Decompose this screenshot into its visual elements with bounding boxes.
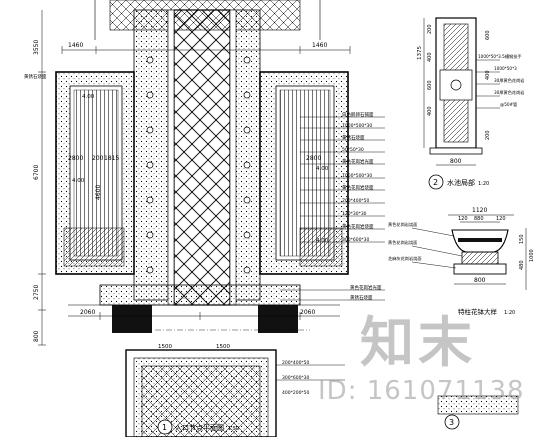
detail-2-scale: 1:20 bbox=[478, 181, 489, 187]
detail-2-number: 2 bbox=[433, 178, 438, 187]
dim-inner-1: 2800 bbox=[68, 155, 83, 162]
dim-bottom-4: 1500 bbox=[216, 344, 230, 350]
detail-3-dim-3: 880 bbox=[474, 216, 484, 222]
dim-top-left: 1460 bbox=[68, 42, 83, 49]
dim-inner-2: 1815 bbox=[104, 155, 119, 162]
plan-number-circle bbox=[157, 419, 173, 435]
plan-title: 入口节点平面图 bbox=[175, 424, 224, 432]
lower-leader-3: 200*400*50 bbox=[282, 360, 310, 366]
dim-left-1: 3550 bbox=[33, 40, 40, 55]
right-leader-9: 120*30*30 bbox=[342, 211, 367, 217]
dim-inner-4: 4600 bbox=[95, 185, 102, 200]
right-leader-3: 黄锈石烧面 bbox=[342, 134, 365, 141]
right-planter bbox=[259, 71, 349, 275]
detail-2-dim-f: 400 bbox=[485, 70, 491, 80]
detail-3-height-2: 480 bbox=[519, 260, 525, 270]
detail-3-dim-1: 1120 bbox=[472, 207, 487, 214]
detail-2-dim-g: 200 bbox=[485, 130, 491, 140]
detail-2-dim-total: 1375 bbox=[417, 46, 423, 60]
right-leader-2: 1000*500*30 bbox=[342, 123, 372, 129]
dim-left-4: 800 bbox=[33, 330, 40, 342]
detail-2-dim-d: 400 bbox=[427, 106, 433, 116]
dim-bottom-1: 2060 bbox=[80, 309, 95, 316]
lower-leader-5: 400*200*50 bbox=[282, 390, 310, 396]
detail-3-height-3: 1000 bbox=[529, 249, 535, 262]
plan-number: 1 bbox=[162, 423, 167, 432]
lower-leader-4: 300*600*30 bbox=[282, 375, 310, 381]
detail-3-number-circle bbox=[444, 414, 460, 430]
detail-3-number: 3 bbox=[449, 418, 454, 427]
right-leader-4: 50*50*30 bbox=[342, 147, 364, 153]
right-leader-11: 300*600*30 bbox=[342, 237, 370, 243]
dim-left-3: 2750 bbox=[33, 285, 40, 300]
lower-leader-2: 黄锈石烧面 bbox=[350, 294, 373, 301]
detail-2-dim-e: 600 bbox=[485, 30, 491, 40]
detail-3-leader-2: 黄色花岗岩烧面 bbox=[388, 239, 417, 246]
elevation-mark-2: 4.00 bbox=[72, 178, 85, 184]
elevation-mark-1: 4.00 bbox=[82, 94, 95, 100]
detail-2-number-circle bbox=[428, 174, 444, 190]
detail-3-dim-2: 120 bbox=[458, 216, 468, 222]
plan-base-band bbox=[99, 284, 301, 306]
detail-2-leader-5: @50#管 bbox=[500, 101, 517, 108]
detail-2-width: 800 bbox=[450, 158, 462, 165]
right-leader-5: 黄色花岗岩光面 bbox=[342, 158, 374, 165]
dimension-lines bbox=[38, 10, 351, 346]
right-leader-8: 200*400*50 bbox=[342, 198, 370, 204]
detail-2-pool bbox=[423, 17, 500, 190]
detail-2-leader-4: 30厚黄色花岗岩 bbox=[494, 89, 524, 96]
elevation-mark-4: 4.00 bbox=[316, 238, 329, 244]
entrance-plan bbox=[38, 0, 385, 437]
dim-inner-5: 200 bbox=[92, 155, 104, 162]
lower-leader-1: 黄色花岗岩光面 bbox=[350, 284, 382, 291]
walkway-right-border bbox=[233, 9, 261, 301]
detail-3-height-1: 150 bbox=[519, 234, 525, 244]
dim-top-right: 1460 bbox=[312, 42, 327, 49]
dim-inner-3: 2800 bbox=[306, 155, 321, 162]
detail-3-leader-3: 芝麻灰花岗岩烧面 bbox=[388, 255, 422, 262]
detail-2-title: 水池局部 bbox=[447, 178, 475, 187]
dim-left-2: 6700 bbox=[33, 165, 40, 180]
dim-bottom-3: 1500 bbox=[158, 344, 172, 350]
detail-3-dim-4: 120 bbox=[496, 216, 506, 222]
detail-3-dim-5: 800 bbox=[474, 277, 486, 284]
detail-2-leader-2: 1000*50*3 bbox=[494, 66, 517, 71]
detail-2-dim-c: 600 bbox=[427, 80, 433, 90]
right-leader-10: 黄色花岗岩烧面 bbox=[342, 223, 374, 230]
walkway-left-border bbox=[133, 9, 169, 301]
plan-scale: 1:50 bbox=[228, 426, 239, 432]
detail-2-leader-1: 1000*50*3.5槽钢扶手 bbox=[478, 53, 522, 60]
left-planter bbox=[55, 71, 135, 275]
detail-3-leader-1: 黄色花岗岩烧面 bbox=[388, 221, 417, 228]
right-leader-6: 1000*500*30 bbox=[342, 173, 372, 179]
elevation-mark-3: 4.00 bbox=[316, 166, 329, 172]
right-leader-lines bbox=[276, 116, 385, 381]
dim-bottom-2: 2060 bbox=[300, 309, 315, 316]
detail-2-dim-b: 400 bbox=[427, 52, 433, 62]
walkway-center bbox=[173, 9, 231, 306]
right-leader-7: 黄色花岗岩烧面 bbox=[342, 184, 374, 191]
left-leader: 黄锈石烧面 bbox=[24, 73, 47, 80]
right-leader-1: 白色鹅卵石铺面 bbox=[342, 111, 374, 118]
detail-2-leader-3: 30厚黄色花岗岩 bbox=[494, 77, 524, 84]
detail-3-title: 特柱花钵大样 bbox=[458, 307, 498, 316]
detail-3-scale: 1:20 bbox=[504, 310, 515, 316]
lamp-markers bbox=[146, 56, 251, 274]
detail-2-dim-a: 200 bbox=[427, 24, 433, 34]
detail-3-urn bbox=[411, 214, 527, 430]
